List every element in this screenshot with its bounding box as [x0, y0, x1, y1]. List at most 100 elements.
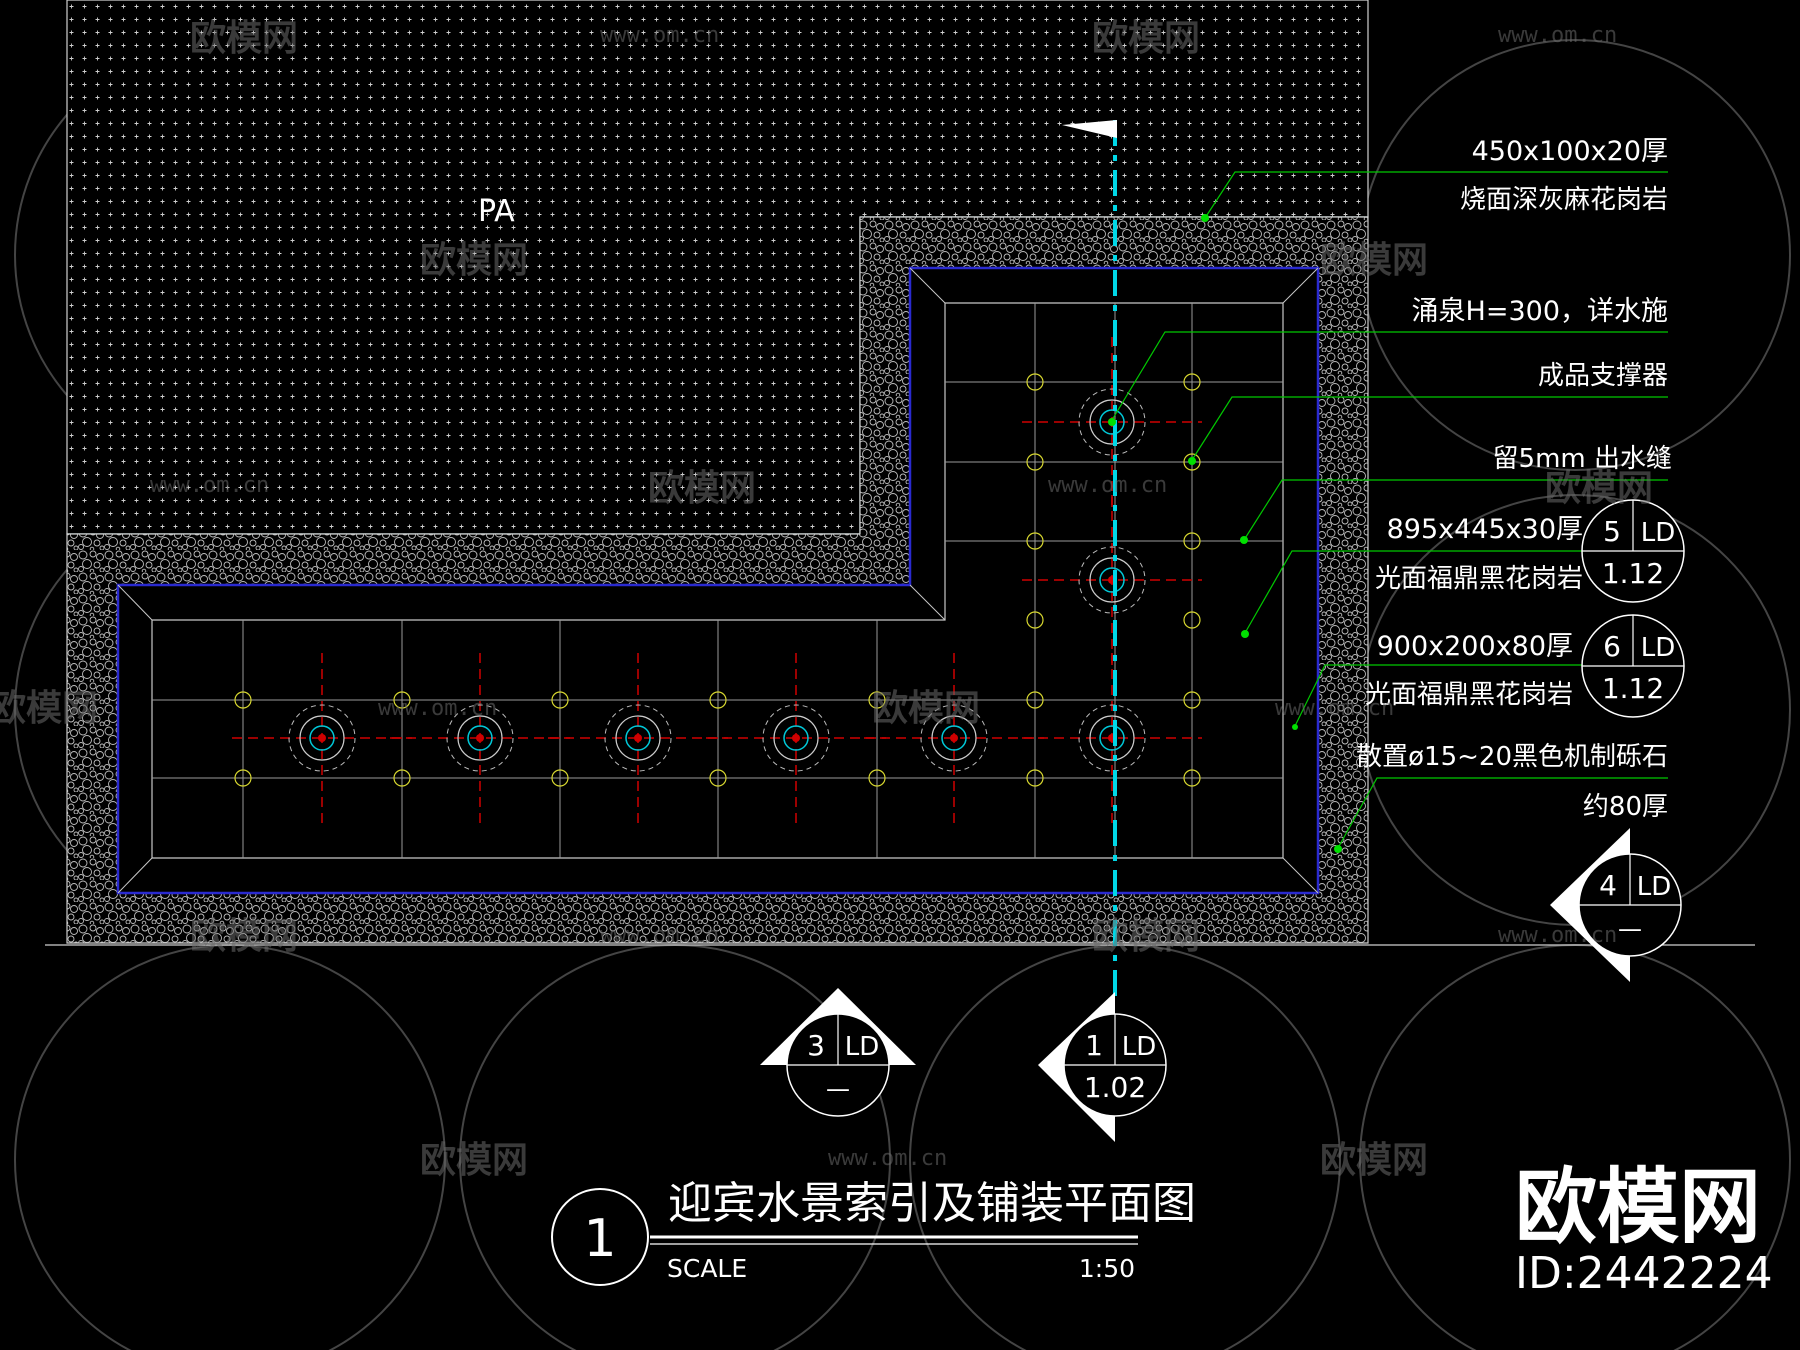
annotation-stone-material: 光面福鼎黑花岗岩 — [1375, 564, 1583, 594]
scale-label: SCALE — [667, 1254, 747, 1283]
annotation-paving-material: 烧面深灰麻花岗岩 — [1460, 185, 1668, 215]
watermark-brand: 欧模网 — [1092, 18, 1200, 59]
section-marker-code: LD — [1637, 872, 1672, 902]
section-marker-sheet: — — [1618, 915, 1642, 943]
section-marker-number: 5 — [1603, 515, 1621, 548]
section-marker-5: 5 LD 1.12 — [1581, 499, 1685, 603]
leader-dots — [1108, 214, 1342, 853]
leader-lines — [1111, 171, 1668, 849]
area-label-pa: PA — [478, 194, 515, 229]
support-circle — [709, 691, 727, 709]
pedestal-supports — [234, 373, 1201, 787]
support-circle — [1183, 373, 1201, 391]
watermark-brand: 欧模网 — [1545, 468, 1653, 509]
annotation-slot: 留5mm 出水缝 — [1493, 444, 1672, 474]
support-circle — [234, 691, 252, 709]
fountain-jet — [864, 653, 1044, 823]
watermark-url: www.om.cn — [378, 696, 497, 721]
support-circle — [1026, 611, 1044, 629]
fountain-ring-outer — [1078, 546, 1146, 614]
section-marker-1: 1 LD 1.02 — [1038, 992, 1167, 1142]
watermark-url: www.om.cn — [1498, 923, 1617, 948]
support-circle — [1026, 769, 1044, 787]
section-marker-4: 4 LD — — [1550, 828, 1682, 982]
fountain-ring — [1089, 557, 1135, 603]
section-marker-6: 6 LD 1.12 — [1581, 614, 1685, 718]
section-marker-number: 1 — [1085, 1029, 1103, 1062]
coping-miters — [117, 267, 1319, 894]
fountain-ring-outer — [762, 704, 830, 772]
watermark-url: www.om.cn — [1048, 473, 1167, 498]
support-circle — [709, 769, 727, 787]
drawing-title: 迎宾水景索引及铺装平面图 — [668, 1178, 1196, 1229]
section-marker-code: LD — [845, 1032, 880, 1062]
section-marker-sheet: 1.02 — [1084, 1071, 1146, 1104]
fountain-center — [318, 734, 326, 742]
fountain-center — [634, 734, 642, 742]
fountain-ring — [1089, 715, 1135, 761]
section-marker-3: 3 LD — — [760, 988, 916, 1117]
annotation-support: 成品支撑器 — [1538, 361, 1668, 391]
fountain-ring — [457, 715, 503, 761]
watermark-brand: 欧模网 — [190, 916, 298, 957]
section-marker-code: LD — [1122, 1032, 1157, 1062]
annotation-stone-size: 895x445x30厚 — [1387, 514, 1583, 545]
fountain-ring-outer — [1078, 388, 1146, 456]
section-marker-sheet: 1.12 — [1602, 557, 1664, 590]
fountain-ring — [773, 715, 819, 761]
drawing-number: 1 — [583, 1209, 616, 1269]
watermark-url: www.om.cn — [828, 1146, 947, 1171]
fountain-nozzle — [1099, 725, 1125, 751]
fountain-nozzle — [1099, 567, 1125, 593]
section-marker-number: 4 — [1599, 869, 1617, 902]
support-circle — [1183, 611, 1201, 629]
fountain-nozzle — [625, 725, 651, 751]
support-circle — [1026, 532, 1044, 550]
watermark-brand: 欧模网 — [420, 240, 528, 281]
fountain-ring — [931, 715, 977, 761]
title-block: 1 迎宾水景索引及铺装平面图 SCALE 1:50 — [551, 1178, 1196, 1286]
brand-logo-text: 欧模网 — [1515, 1160, 1761, 1255]
section-flag-icon — [1062, 120, 1117, 138]
annotation-fountain: 涌泉H=300，详水施 — [1412, 296, 1668, 327]
annotation-curb-material: 光面福鼎黑花岗岩 — [1365, 680, 1573, 710]
section-marker-code: LD — [1641, 518, 1676, 548]
support-circle — [1183, 691, 1201, 709]
support-circle — [1026, 691, 1044, 709]
annotation-curb-size: 900x200x80厚 — [1377, 631, 1573, 662]
section-marker-number: 3 — [807, 1029, 825, 1062]
fountain-center — [792, 734, 800, 742]
watermark-url: www.om.cn — [150, 473, 269, 498]
watermark-layer: 欧模网 欧模网 欧模网 欧模网 欧模网 欧模网 欧模网 欧模网 欧模网 欧模网 … — [0, 18, 1653, 1181]
fountain-nozzle — [467, 725, 493, 751]
scale-value: 1:50 — [1079, 1254, 1135, 1283]
support-circle — [234, 769, 252, 787]
watermark-url: www.om.cn — [600, 923, 719, 948]
support-circle — [551, 691, 569, 709]
support-circle — [393, 691, 411, 709]
section-marker-sheet: — — [826, 1075, 850, 1103]
support-circle — [868, 769, 886, 787]
fountain-center — [950, 734, 958, 742]
fountain-center — [476, 734, 484, 742]
support-circle — [1183, 769, 1201, 787]
watermark-url: www.om.cn — [600, 23, 719, 48]
fountain-nozzle — [1099, 409, 1125, 435]
fountain-nozzle — [309, 725, 335, 751]
section-marker-sheet: 1.12 — [1602, 672, 1664, 705]
support-circle — [551, 769, 569, 787]
annotation-gravel-depth: 约80厚 — [1583, 792, 1668, 822]
fountain-jet — [548, 653, 728, 823]
watermark-brand: 欧模网 — [0, 688, 98, 729]
model-id-text: ID:2442224 — [1515, 1248, 1773, 1299]
watermark-brand: 欧模网 — [420, 1140, 528, 1181]
watermark-url: www.om.cn — [1498, 23, 1617, 48]
watermark-brand: 欧模网 — [1092, 916, 1200, 957]
fountain-ring — [615, 715, 661, 761]
fountain-nozzle — [941, 725, 967, 751]
section-marker-code: LD — [1641, 633, 1676, 663]
fountain-jets — [232, 337, 1202, 823]
support-circle — [1026, 453, 1044, 471]
support-circle — [1183, 453, 1201, 471]
